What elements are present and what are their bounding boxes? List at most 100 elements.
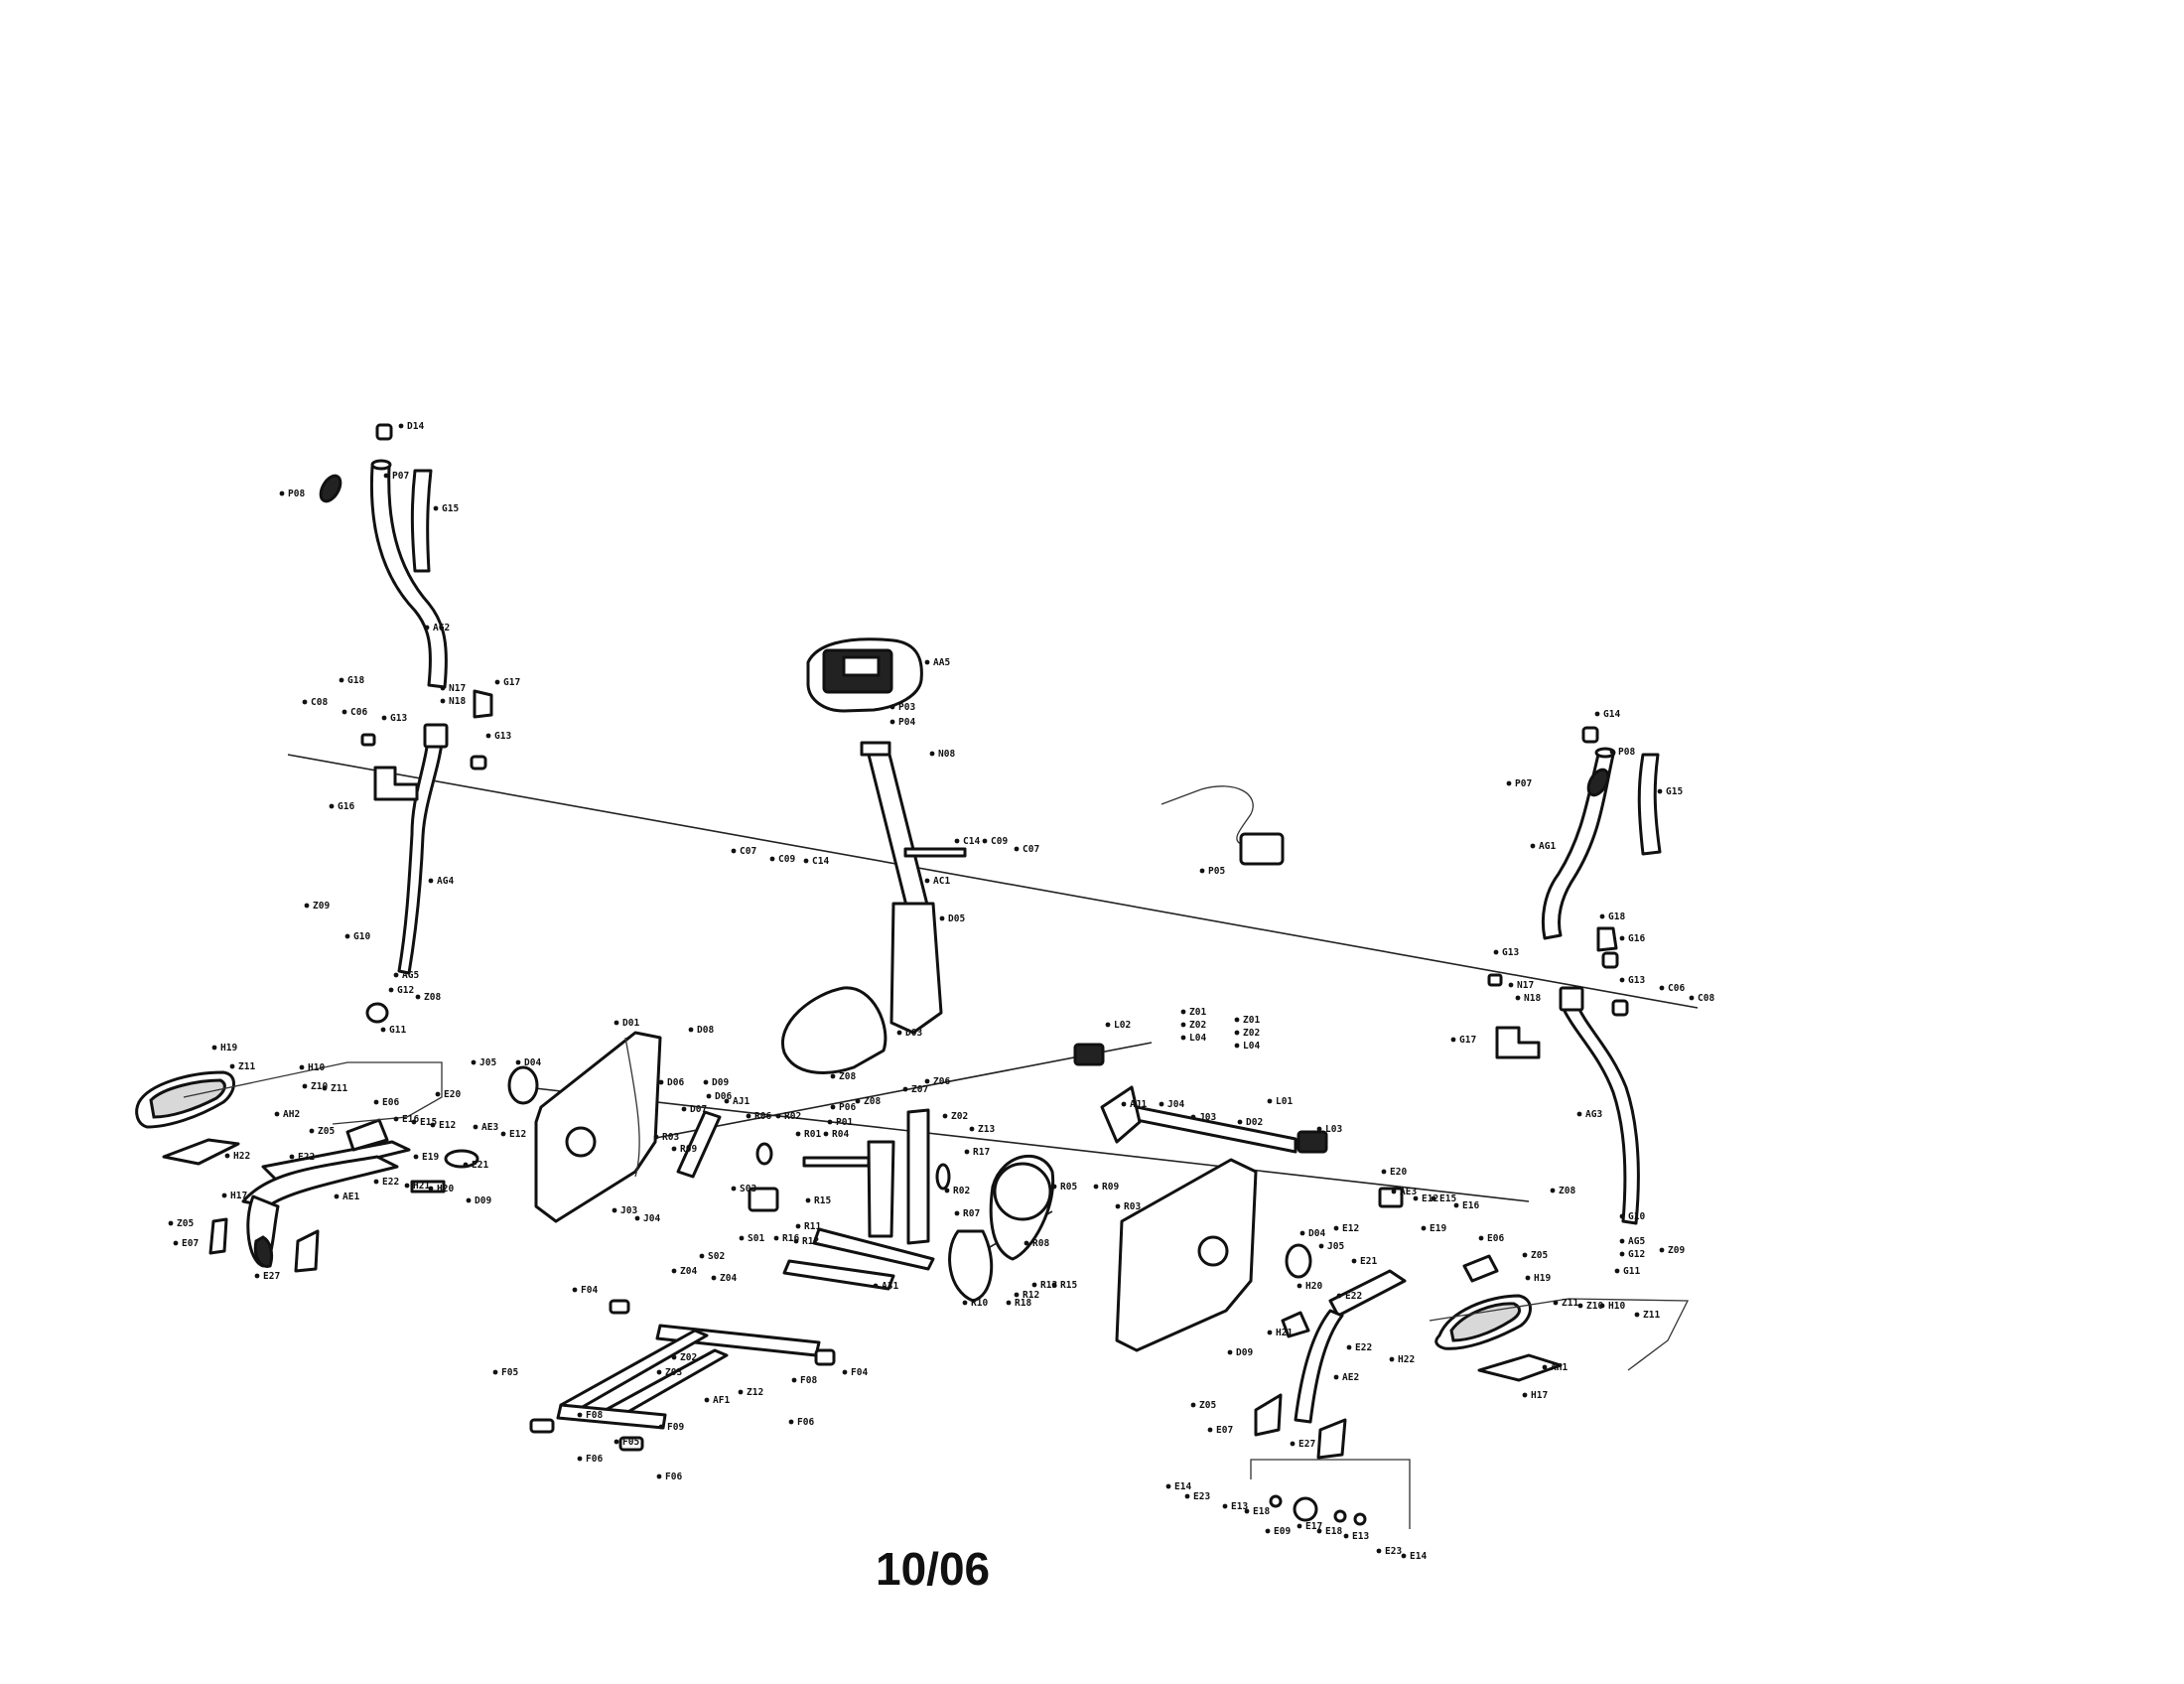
callout-marker [1450, 1037, 1456, 1043]
callout-marker [309, 1128, 315, 1134]
part-callout-z02a: Z02 [1189, 1020, 1206, 1031]
callout-marker [463, 1162, 469, 1168]
callout-marker [302, 1083, 308, 1089]
part-callout-z05r2: Z05 [1199, 1400, 1216, 1411]
callout-marker [1093, 1184, 1099, 1190]
part-callout-z05r: Z05 [1531, 1250, 1548, 1261]
callout-marker [688, 1027, 694, 1033]
part-callout-g16: G16 [338, 801, 354, 812]
part-callout-r08: R08 [1032, 1238, 1049, 1249]
part-callout-e14: E14 [1174, 1481, 1191, 1492]
right-upper-handle [1541, 726, 1662, 952]
part-callout-r09: R09 [680, 1144, 697, 1155]
callout-marker [1051, 1184, 1057, 1190]
part-callout-g10: G10 [353, 931, 370, 942]
callout-marker [211, 1045, 217, 1051]
callout-marker [1014, 846, 1020, 852]
left-pedal-assembly [135, 1061, 479, 1273]
callout-marker [746, 1113, 751, 1119]
callout-marker [896, 1030, 902, 1036]
part-callout-r10: R10 [971, 1298, 988, 1309]
part-callout-r02: R02 [784, 1111, 801, 1122]
part-callout-h21: H21 [413, 1181, 430, 1192]
callout-marker [803, 858, 809, 864]
callout-marker [1401, 1553, 1407, 1559]
part-callout-g18r: G18 [1608, 912, 1625, 922]
callout-marker [939, 915, 945, 921]
part-callout-f08b: F08 [586, 1410, 603, 1421]
callout-marker [173, 1240, 179, 1246]
callout-marker [302, 699, 308, 705]
main-frame-flywheel [676, 1108, 1055, 1303]
part-callout-ae1: AE1 [342, 1192, 359, 1202]
part-callout-n17r: N17 [1517, 980, 1534, 991]
callout-marker [383, 473, 389, 479]
callout-marker [224, 1153, 230, 1159]
callout-marker [1333, 1225, 1339, 1231]
callout-marker [1431, 1195, 1436, 1201]
callout-marker [1619, 935, 1625, 941]
part-callout-z11r2: Z11 [1643, 1310, 1660, 1321]
part-callout-z05a: Z05 [318, 1126, 335, 1137]
callout-marker [1265, 1528, 1271, 1534]
part-callout-e12b: E12 [509, 1129, 526, 1140]
callout-marker [435, 1091, 441, 1097]
part-callout-z12: Z12 [747, 1387, 763, 1398]
part-callout-aa5: AA5 [933, 657, 950, 668]
callout-marker [1493, 949, 1499, 955]
part-callout-n08: N08 [938, 749, 955, 760]
callout-marker [612, 1207, 617, 1213]
part-callout-d02: D02 [1246, 1117, 1263, 1128]
callout-marker [658, 1424, 664, 1430]
left-lower-handle [360, 689, 493, 1024]
part-callout-c06: C06 [350, 707, 367, 718]
part-callout-p07: P07 [392, 471, 409, 482]
callout-marker [1234, 1043, 1240, 1049]
part-callout-j04: J04 [643, 1213, 660, 1224]
callout-marker [1227, 1349, 1233, 1355]
callout-marker [329, 803, 335, 809]
part-callout-r15b: R15 [1060, 1280, 1077, 1291]
part-callout-r03: R03 [662, 1132, 679, 1143]
callout-marker [1657, 788, 1663, 794]
part-callout-ae3: AE3 [481, 1122, 498, 1133]
part-callout-r05: R05 [1060, 1182, 1077, 1193]
callout-marker [653, 1134, 659, 1140]
callout-marker [739, 1235, 745, 1241]
part-callout-d05: D05 [948, 913, 965, 924]
part-callout-z09r: Z09 [1668, 1245, 1685, 1256]
rear-stabilizer [1073, 1043, 1328, 1154]
callout-marker [1031, 1282, 1037, 1288]
part-callout-h19: H19 [220, 1043, 237, 1053]
part-callout-f09: F09 [667, 1422, 684, 1433]
callout-marker [1333, 1374, 1339, 1380]
callout-marker [500, 1131, 506, 1137]
part-callout-j05: J05 [479, 1057, 496, 1068]
part-callout-r12b: R12 [1023, 1290, 1039, 1301]
part-callout-f04: F04 [581, 1285, 598, 1296]
part-callout-r15: R15 [814, 1195, 831, 1206]
callout-marker [1522, 1392, 1528, 1398]
callout-marker [440, 698, 446, 704]
callout-marker [656, 1474, 662, 1479]
callout-marker [929, 751, 935, 757]
callout-marker [428, 878, 434, 884]
callout-marker [274, 1111, 280, 1117]
callout-marker [1222, 1503, 1228, 1509]
part-callout-e06r: E06 [1487, 1233, 1504, 1244]
callout-marker [773, 1235, 779, 1241]
callout-marker [334, 1193, 340, 1199]
callout-marker [1478, 1235, 1484, 1241]
callout-marker [229, 1063, 235, 1069]
callout-marker [1391, 1189, 1397, 1194]
callout-marker [1159, 1101, 1164, 1107]
part-callout-e13: E13 [1231, 1501, 1248, 1512]
callout-marker [1599, 913, 1605, 919]
part-callout-j03b: J03 [1199, 1112, 1216, 1123]
callout-marker [1267, 1098, 1273, 1104]
part-callout-r11: R11 [804, 1221, 821, 1232]
part-callout-z04b: Z04 [720, 1273, 737, 1284]
part-callout-g16r: G16 [1628, 933, 1645, 944]
callout-marker [299, 1064, 305, 1070]
callout-marker [1121, 1101, 1127, 1107]
